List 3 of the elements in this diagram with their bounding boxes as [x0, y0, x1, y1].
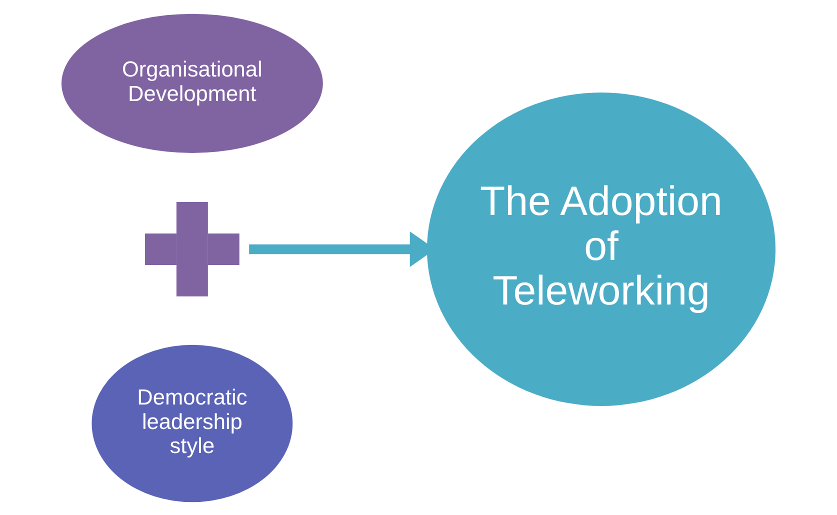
node-ellipse: Organisational Development: [62, 13, 323, 153]
node-ellipse: Democratic leadership style: [92, 344, 293, 502]
node-ellipse: The Adoption of Teleworking: [426, 92, 776, 406]
